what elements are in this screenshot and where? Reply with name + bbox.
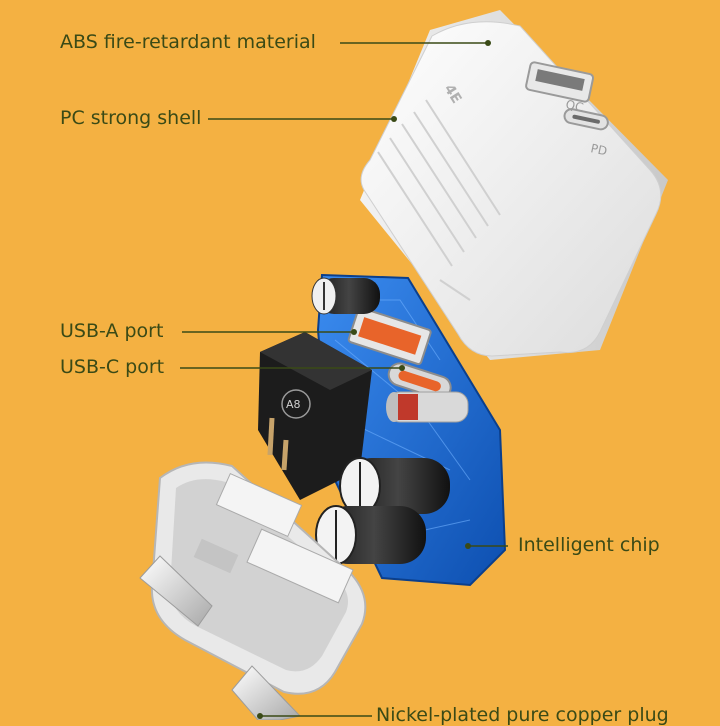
callout-abs-material: ABS fire-retardant material xyxy=(60,31,316,53)
transformer-mark: A8 xyxy=(286,398,301,411)
leader-lines xyxy=(180,40,508,719)
top-capacitor xyxy=(311,277,380,315)
large-capacitor-1 xyxy=(339,457,450,515)
top-shell: QC PD 4E xyxy=(360,10,668,360)
spec-print xyxy=(377,99,501,301)
usb-a-port xyxy=(347,306,432,366)
callout-usb-c-port: USB-C port xyxy=(60,356,165,378)
large-capacitor-2 xyxy=(315,505,426,565)
qc-mark: QC xyxy=(564,97,584,114)
callout-copper-plug: Nickel-plated pure copper plug xyxy=(376,704,669,726)
callout-pc-shell: PC strong shell xyxy=(60,107,202,129)
plug-base xyxy=(139,461,367,720)
pd-mark: PD xyxy=(589,141,608,158)
circuit-board: A8 xyxy=(258,273,507,587)
silver-capacitor xyxy=(386,391,469,423)
usb-c-port xyxy=(387,362,452,400)
callout-usb-a-port: USB-A port xyxy=(60,320,164,342)
callout-intelligent-chip: Intelligent chip xyxy=(518,534,660,556)
